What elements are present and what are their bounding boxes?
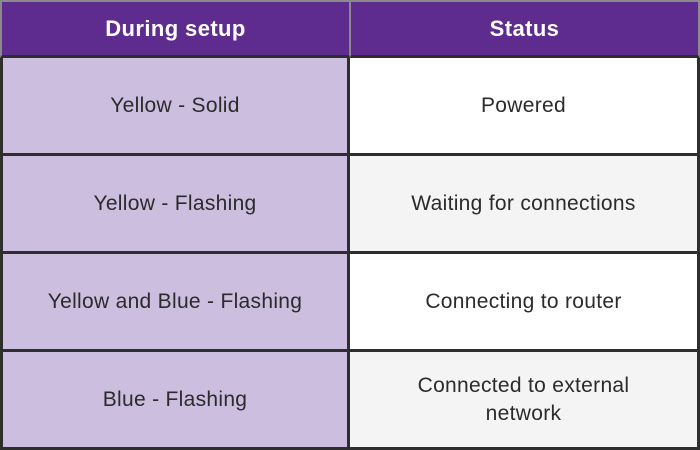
cell-text: Connected to external network [417,374,630,425]
cell-during-setup: Yellow - Flashing [0,156,350,254]
cell-during-setup: Blue - Flashing [0,352,350,450]
cell-status: Connecting to router [350,254,700,352]
cell-status: Powered [350,58,700,156]
cell-text: Yellow and Blue - Flashing [47,289,303,313]
cell-text: Waiting for connections [411,191,636,215]
cell-status: Waiting for connections [350,156,700,254]
cell-text: Yellow - Flashing [93,191,257,215]
cell-text: Blue - Flashing [102,387,248,411]
column-header-status: Status [350,0,700,58]
cell-text: Connecting to router [425,289,622,313]
cell-during-setup: Yellow and Blue - Flashing [0,254,350,352]
column-header-label: Status [489,15,560,41]
cell-during-setup: Yellow - Solid [0,58,350,156]
column-header-label: During setup [105,15,246,41]
cell-status: Connected to external network [350,352,700,450]
cell-text: Powered [481,93,566,117]
column-header-during-setup: During setup [0,0,350,58]
cell-text: Yellow - Solid [110,93,240,117]
